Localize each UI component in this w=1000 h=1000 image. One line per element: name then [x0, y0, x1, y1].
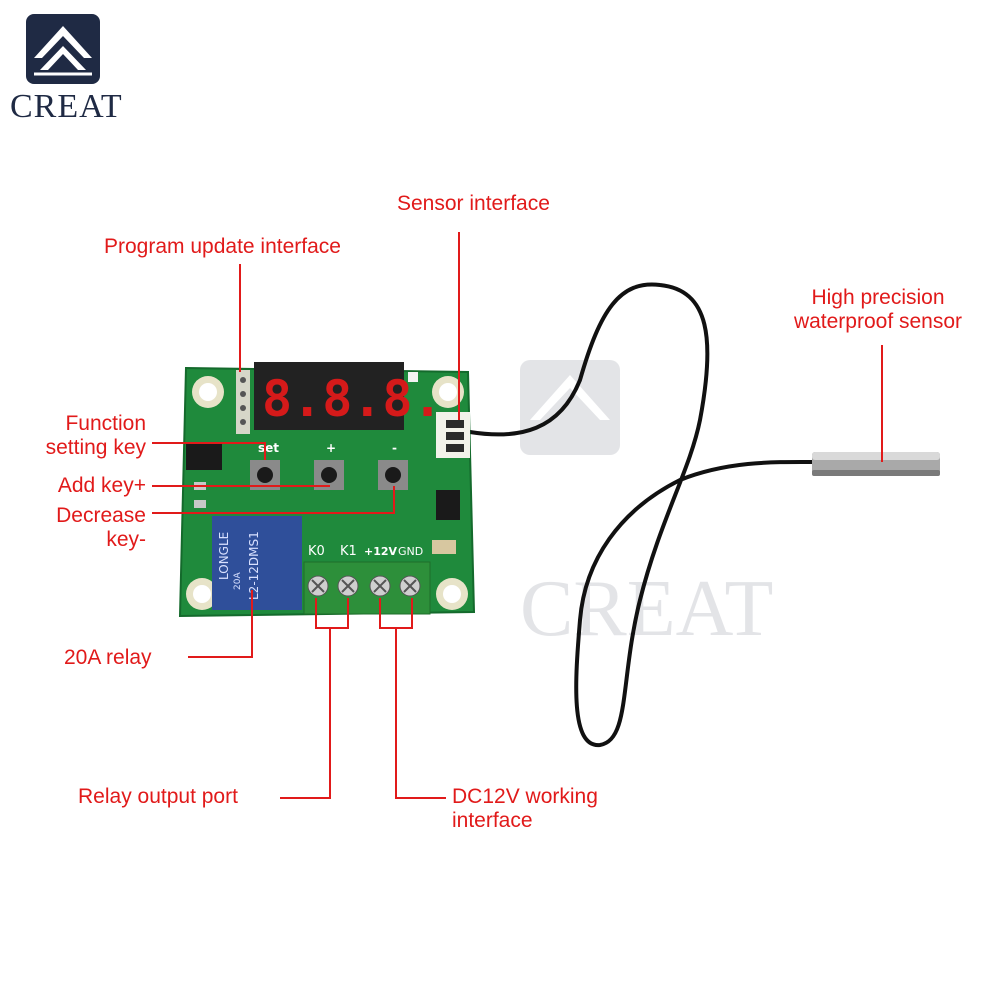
leader-dc12v	[395, 628, 446, 799]
label-sensor-interface: Sensor interface	[397, 192, 550, 215]
silk-set: set	[258, 441, 279, 455]
leader-function-key	[152, 442, 266, 460]
label-dc12v-line2: interface	[452, 809, 533, 832]
silk-k0: K0	[308, 544, 325, 559]
label-high-precision-line1: High precision	[811, 286, 945, 309]
label-high-precision: High precision waterproof sensor	[770, 286, 986, 334]
silk-gnd: GND	[398, 545, 423, 558]
waterproof-sensor-probe	[812, 452, 940, 476]
watermark-logo-icon	[520, 360, 620, 455]
relay-brand: LONGLE	[217, 532, 231, 580]
relay-model: L2-12DMS1	[247, 531, 261, 600]
label-function-line1: Function	[65, 412, 146, 435]
pcb-board: 8.8.8. LED set + - LONGLE L2-12	[178, 362, 476, 618]
leader-decrease-key	[152, 486, 395, 514]
silk-led: LED	[406, 362, 420, 370]
silk-plus: +	[326, 441, 336, 455]
silk-k1: K1	[340, 544, 357, 559]
label-function-key: Function setting key	[10, 412, 146, 460]
label-relay-output: Relay output port	[78, 785, 238, 808]
leader-lines	[152, 232, 883, 799]
silk-12v: +12V	[364, 545, 398, 558]
sensor-cable	[468, 282, 822, 748]
leader-dc12v-bracket	[379, 598, 413, 629]
label-decrease-line2: key-	[106, 528, 146, 551]
label-function-line2: setting key	[45, 436, 146, 459]
leader-20a-relay	[188, 590, 253, 658]
label-decrease-line1: Decrease	[56, 504, 146, 527]
silk-minus: -	[392, 441, 397, 455]
label-program-update: Program update interface	[104, 235, 341, 258]
relay-amp: 20A	[233, 572, 243, 590]
creat-logo-icon	[26, 14, 100, 84]
label-dc12v: DC12V working interface	[452, 785, 598, 833]
brand-name: CREAT	[10, 88, 123, 125]
label-high-precision-line2: waterproof sensor	[793, 310, 963, 333]
label-20a-relay: 20A relay	[64, 646, 152, 669]
label-dc12v-line1: DC12V working	[452, 785, 598, 808]
leader-relay-output-bracket	[315, 598, 349, 629]
label-decrease-key: Decrease key-	[10, 504, 146, 552]
leader-relay-output	[280, 628, 331, 799]
label-add-key: Add key+	[57, 474, 146, 497]
